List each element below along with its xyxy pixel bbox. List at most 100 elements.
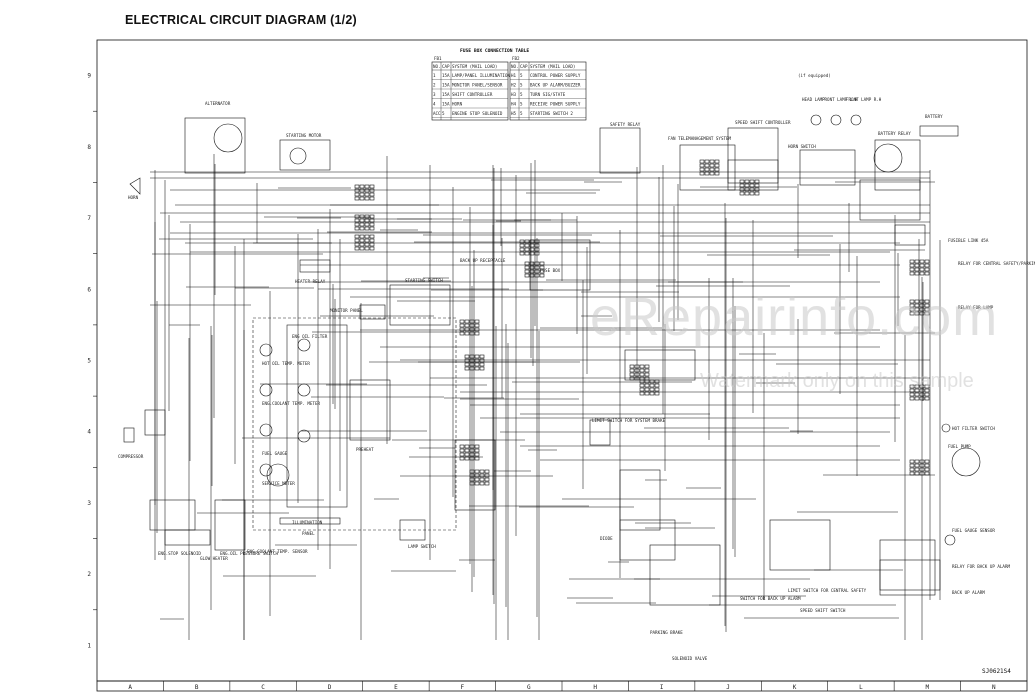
doc-number: SJ0621S4	[982, 668, 1011, 675]
connector-pin	[474, 362, 480, 367]
connector-pin	[359, 184, 365, 189]
illumination-bar	[279, 517, 341, 525]
connector-pin	[909, 388, 915, 393]
fuse-table-cell: ENGINE STOP SOLENOID	[452, 111, 503, 116]
page-title: ELECTRICAL CIRCUIT DIAGRAM (1/2)	[125, 13, 357, 27]
connector-pin	[629, 376, 635, 381]
connector-pin	[644, 383, 650, 388]
connector-pin	[534, 265, 540, 270]
connector-pin	[529, 247, 535, 252]
connector-pin	[464, 456, 470, 461]
connector-pin	[474, 358, 480, 363]
connector-pin	[354, 226, 360, 231]
connector-pin	[359, 192, 365, 197]
monitor-panel-inner	[286, 324, 348, 508]
label-lamp-switch: LAMP SWITCH	[408, 544, 436, 549]
label-starting-motor: STARTING MOTOR	[286, 133, 322, 138]
connector-pin	[354, 242, 360, 247]
connector-pin	[369, 226, 375, 231]
connector-pin	[639, 376, 645, 381]
connector-pin	[644, 368, 650, 373]
connector-pin	[524, 243, 530, 248]
connector-pin	[749, 191, 755, 196]
fuse-box-connection-table: FUSE BOX CONNECTION TABLE FB1 FB2 NO.CAP…	[431, 48, 587, 121]
connector-pin	[364, 234, 370, 239]
label-switch-backup-alarm: SWITCH FOR BACK UP ALARM	[740, 596, 801, 601]
label-battery: BATTERY	[925, 114, 943, 119]
connector-pin	[459, 319, 465, 324]
connector-pin	[359, 222, 365, 227]
connector-pin	[354, 246, 360, 251]
connector-pin	[519, 251, 525, 256]
connector-pin	[914, 299, 920, 304]
col-label: K	[793, 684, 797, 691]
connector-pin	[909, 259, 915, 264]
fuse-table-cell: 5	[520, 92, 523, 97]
connector-pin	[359, 218, 365, 223]
connector-pin	[524, 269, 530, 274]
connector-pin	[364, 222, 370, 227]
connector-pin	[474, 323, 480, 328]
connector-pin	[914, 388, 920, 393]
connector-pin	[464, 319, 470, 324]
fuse-table-cell: H3	[511, 92, 517, 97]
connector-pin	[364, 218, 370, 223]
connector-pin	[909, 299, 915, 304]
connector-pin	[474, 456, 480, 461]
fuse-table-cell: H5	[511, 111, 517, 116]
gauge-symbol	[850, 114, 862, 126]
connector-pin	[459, 323, 465, 328]
connector-pin	[749, 187, 755, 192]
connector-pin	[534, 269, 540, 274]
connector-pin	[469, 366, 475, 371]
connector-pin	[474, 452, 480, 457]
connector-pin	[919, 259, 925, 264]
connector-pin	[714, 171, 720, 176]
connector-pin	[539, 269, 545, 274]
connector-pin	[914, 311, 920, 316]
label-alternator: ALTERNATOR	[205, 101, 231, 106]
component-box	[769, 519, 831, 571]
col-label: H	[593, 684, 597, 691]
battery-symbol	[919, 125, 959, 137]
connector-pin	[359, 196, 365, 201]
label-fan-telemanagement: FAN TELEMANAGEMENT SYSTEM	[668, 136, 732, 141]
row-label: 9	[87, 73, 91, 80]
connector-pin	[639, 387, 645, 392]
component-box	[799, 149, 856, 186]
connector-pin	[924, 263, 930, 268]
connector-pin	[644, 379, 650, 384]
fuse-table-cell: 5	[520, 111, 523, 116]
connector-pin	[649, 379, 655, 384]
connector-pin	[464, 448, 470, 453]
col-label: A	[128, 684, 132, 691]
connector-pin	[469, 323, 475, 328]
component-box	[619, 519, 676, 561]
connector-pin	[739, 187, 745, 192]
connector-pin	[709, 171, 715, 176]
connector-pin	[909, 303, 915, 308]
label-parking-brake: PARKING BRAKE	[650, 630, 683, 635]
connector-pin	[354, 234, 360, 239]
col-label: N	[992, 684, 996, 691]
connector-pin	[539, 261, 545, 266]
label-front-lamp-lh: FRONT LAMP L.H	[822, 97, 858, 102]
gauge-symbol	[259, 463, 273, 477]
connector-pin	[469, 481, 475, 486]
connector-pin	[924, 459, 930, 464]
col-label: F	[461, 684, 465, 691]
component-box	[589, 419, 611, 446]
connector-pin	[359, 214, 365, 219]
label-front-lamp-rh: FRONT LAMP R.H	[846, 97, 882, 102]
connector-pin	[919, 303, 925, 308]
fuse-table-group-fb2: FB2	[512, 56, 520, 61]
connector-pin	[909, 467, 915, 472]
connector-pin	[649, 387, 655, 392]
connector-pin	[354, 222, 360, 227]
component-box	[879, 539, 936, 596]
connector-pin	[359, 238, 365, 243]
gauge-symbol	[297, 383, 311, 397]
label-heater-relay: HEATER RELAY	[295, 279, 326, 284]
